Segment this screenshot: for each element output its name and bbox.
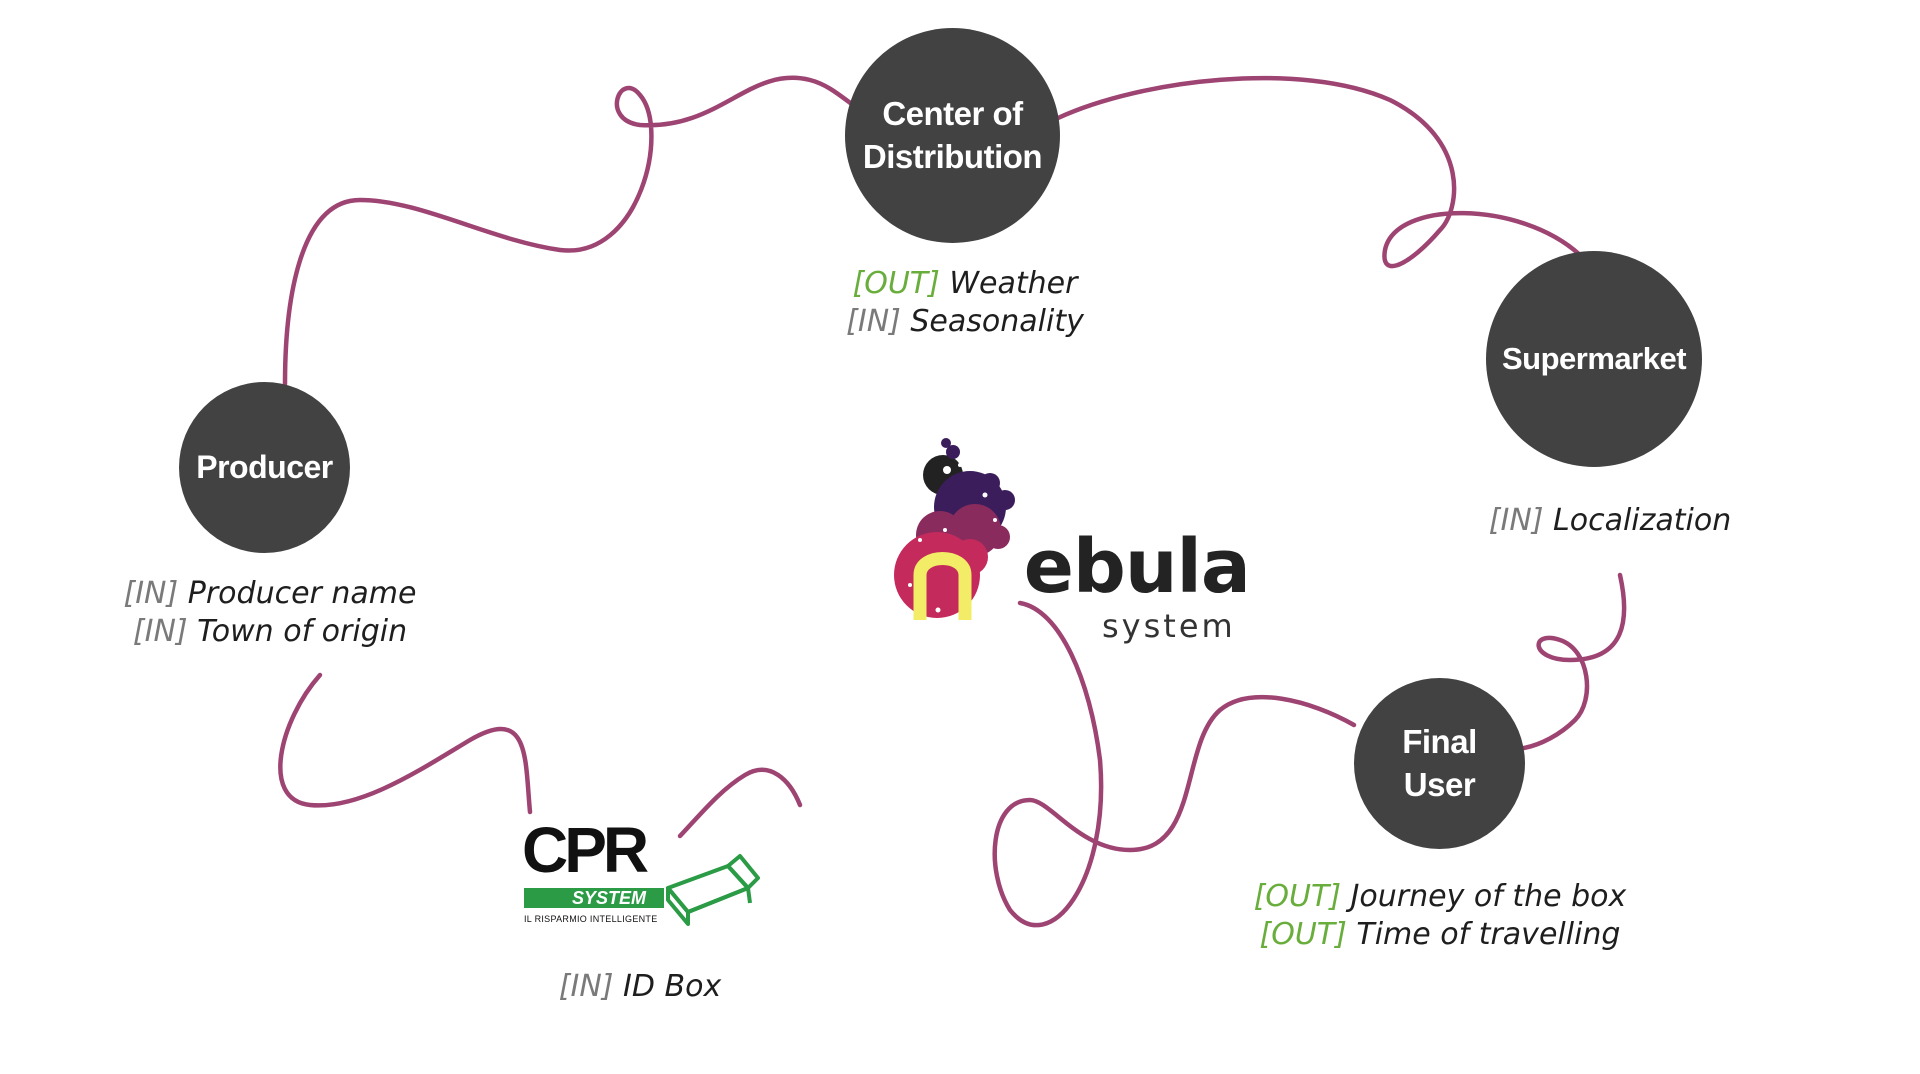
node-label: Distribution [862,137,1043,175]
node-label: User [1403,765,1476,803]
annotation-text: Producer name [187,576,417,611]
nebula-wordmark-hidden-n: n [972,524,1024,610]
nebula-wordmark-rest: ebula [1023,524,1251,610]
annotation-line: [OUT] Time of travelling [1245,916,1635,954]
wire-cpr-right [677,767,803,839]
out-tag: [OUT] [1259,917,1347,952]
annotation-text: Localization [1553,503,1732,538]
wire-producer-center [282,75,863,387]
annotation-line: [IN] Producer name [105,575,435,613]
nebula-mark-icon [894,438,1015,620]
in-tag: [IN] [558,969,614,1004]
node-label: Producer [196,448,333,485]
annotation-text: Town of origin [197,614,408,649]
node-center-of-distribution[interactable]: Center of Distribution [845,28,1060,243]
wire-center-supermarket [1055,75,1583,269]
node-label: Final [1402,722,1477,760]
node-label: Supermarket [1501,340,1687,376]
wire-finaluser-nebula [992,600,1357,928]
final-user-annotations: [OUT] Journey of the box [OUT] Time of t… [1245,878,1635,954]
annotation-line: [OUT] Journey of the box [1245,878,1635,916]
in-tag: [IN] [1488,503,1544,538]
wire-supermarket-finaluser [1521,572,1627,751]
cpr-tagline: IL RISPARMIO INTELLIGENTE [524,914,658,924]
in-tag: [IN] [132,614,188,649]
supermarket-annotations: [IN] Localization [1460,502,1760,540]
wire-producer-cpr [278,672,533,815]
cpr-annotations: [IN] ID Box [530,968,750,1006]
node-supermarket[interactable]: Supermarket [1486,251,1702,467]
producer-annotations: [IN] Producer name [IN] Town of origin [105,575,435,651]
in-tag: [IN] [123,576,179,611]
annotation-line: [IN] ID Box [530,968,750,1006]
out-tag: [OUT] [1253,879,1342,914]
annotation-text: Seasonality [910,304,1084,339]
node-producer[interactable]: Producer [179,382,350,553]
node-label: Center of [882,94,1023,132]
nebula-subtitle: system [1102,607,1236,645]
nebula-wordmark: nebula [972,530,1251,604]
cpr-box-icon [666,854,760,926]
annotation-text: Weather [949,266,1078,301]
out-tag: [OUT] [852,266,940,301]
center-annotations: [OUT] Weather [IN] Seasonality [820,265,1110,341]
annotation-text: Time of travelling [1356,917,1621,952]
cpr-band-label: SYSTEM [572,888,647,908]
cpr-wordmark: CPR [522,814,649,886]
cpr-system-logo: CPR SYSTEM IL RISPARMIO INTELLIGENTE [520,818,760,942]
annotation-line: [IN] Localization [1460,502,1760,540]
annotation-text: Journey of the box [1350,879,1627,914]
in-tag: [IN] [846,304,901,339]
node-final-user[interactable]: Final User [1354,678,1525,849]
annotation-line: [OUT] Weather [820,265,1110,303]
annotation-text: ID Box [623,969,722,1004]
nebula-logo: nebula system [890,435,1251,650]
annotation-line: [IN] Town of origin [105,613,435,651]
cpr-band: SYSTEM [524,888,664,908]
annotation-line: [IN] Seasonality [820,303,1110,341]
